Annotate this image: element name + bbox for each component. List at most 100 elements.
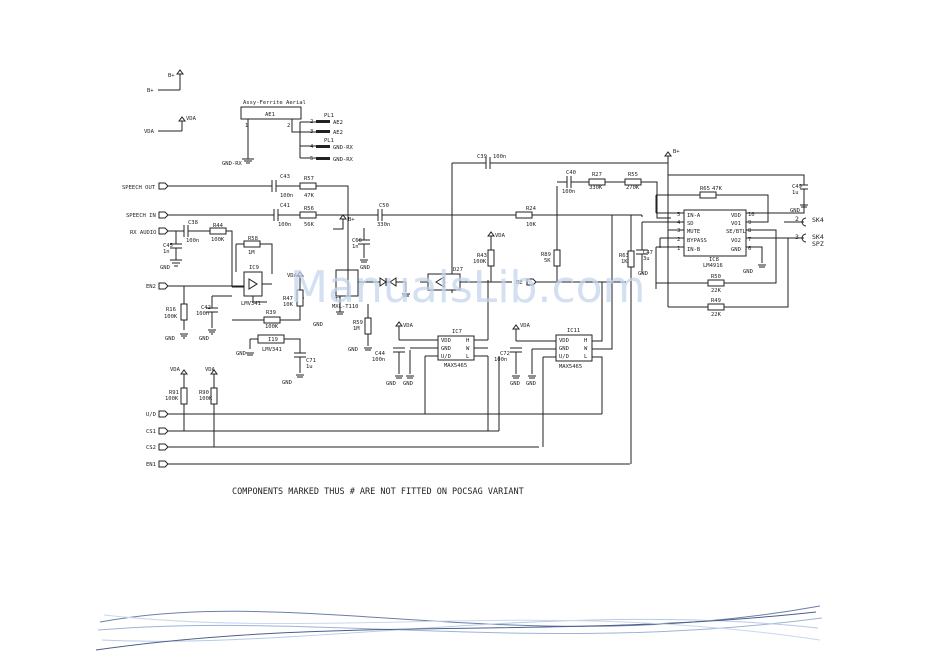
r39-val: 100K (265, 324, 279, 330)
c42-val: 100n (196, 311, 209, 317)
vda-ic11: VDA (520, 323, 531, 329)
ic8-pin-mute: MUTE (687, 229, 700, 235)
c40-r27-r55: C40 100n R27 330K R55 270K (557, 170, 671, 219)
r47-ref: R47 (283, 296, 293, 302)
ic8-pin-sd: SD (687, 221, 694, 227)
be-label: BE (516, 280, 523, 286)
fitting-note: COMPONENTS MARKED THUS # ARE NOT FITTED … (232, 487, 524, 497)
r91-val: 100K (165, 396, 179, 402)
r57-val: 47K (304, 193, 315, 199)
gnd-c72: GND (510, 381, 520, 387)
r59: R59 1M GND (348, 304, 372, 353)
bplus-port-label: B+ (147, 88, 154, 94)
r58-val: 1M (248, 250, 255, 256)
plug-pin-3: 3 (310, 129, 313, 135)
port-cs2: CS2 (146, 443, 539, 451)
power-vda-top: VDA VDA (144, 116, 197, 135)
c40-ref: C40 (566, 170, 576, 176)
ic8-pin-ina: IN-A (687, 213, 701, 219)
r43-val: 100K (473, 259, 487, 265)
c72-val: 100n (494, 357, 507, 363)
c43-val: 100n (280, 193, 293, 199)
aerial-pin2: 2 (287, 123, 290, 129)
r27-ref: R27 (592, 172, 602, 178)
ic8-num-1: 1 (677, 246, 680, 252)
ic8: IC8 LM4916 IN-A SD MUTE BYPASS IN-B VDD … (641, 175, 805, 289)
port-en2: EN2 (146, 282, 244, 290)
ic8-pin-bypass: BYPASS (687, 238, 707, 244)
r63-c47: R63 1K C47 3u GND (619, 215, 653, 464)
en2-label: EN2 (146, 284, 156, 290)
plug-ref-1: PL1 (324, 113, 334, 119)
r63-ref: R63 (619, 253, 629, 259)
ic11-pin-gnd: GND (559, 346, 569, 352)
ic7: VDA C44 100n GND GND IC7 VDD GND U/D H W… (372, 280, 489, 431)
ic8-pin-gnd: GND (731, 247, 741, 253)
port-speech-in: SPEECH IN (126, 211, 274, 219)
plug-pin-4: 4 (310, 144, 314, 150)
plug-ref-2: PL1 (324, 138, 334, 144)
bplus-label: B+ (168, 73, 175, 79)
gnd-ic7: GND (403, 381, 413, 387)
c45-ref: C45 (163, 243, 173, 249)
speaker-sockets: SK4 SK4 SPZ 2 3 (784, 215, 824, 248)
c72-ref: C72 (500, 351, 510, 357)
u19-c71: I19 LMV341 GND C71 1u GND (236, 334, 316, 386)
gnd-c45: GND (160, 265, 170, 271)
port-cs1: CS1 (146, 427, 499, 435)
r58-ref: R58 (248, 236, 258, 242)
c43-r57: C43 100n R57 47K (271, 174, 349, 270)
gnd-t1: GND (313, 322, 323, 328)
ic7-pin-ud: U/D (441, 354, 451, 360)
r59-val: 1M (353, 326, 360, 332)
vda-label: VDA (186, 116, 197, 122)
ic8-num-10: 10 (748, 212, 755, 218)
gnd-c71: GND (282, 380, 292, 386)
c47-ref: C47 (643, 250, 653, 256)
r49-ref: R49 (711, 298, 721, 304)
speech-in-label: SPEECH IN (126, 213, 156, 219)
ud-label: U/D (146, 412, 156, 418)
ic7-ref: IC7 (452, 329, 462, 335)
r24-val: 10K (526, 222, 537, 228)
r57-ref: R57 (304, 176, 314, 182)
c60-ref: C60 (352, 238, 362, 244)
ic9-part: LMV341 (241, 301, 261, 307)
aerial-pin1: 1 (245, 123, 248, 129)
gnd-c44: GND (386, 381, 396, 387)
r50-val: 22K (711, 288, 722, 294)
ic8-pin-sebtl: SE/BTL (726, 229, 747, 235)
r50-r49: R50 22K R49 22K (656, 230, 789, 318)
ic8-pin-vdd: VDD (731, 213, 741, 219)
ic7-part: MAX5465 (444, 363, 467, 369)
r89: R89 5K (541, 186, 561, 282)
c38-r44-c45: C38 100n R44 100K C45 1n GND (160, 220, 233, 287)
gnd-u19: GND (236, 351, 246, 357)
r55-val: 270K (626, 185, 640, 191)
r39-ref: R39 (266, 310, 276, 316)
r44-ref: R44 (213, 223, 224, 229)
ic7-pin-l: L (466, 354, 470, 360)
r65-ref: R65 (700, 186, 710, 192)
ic11-pin-w: W (584, 346, 588, 352)
vda-port-label: VDA (144, 129, 155, 135)
r89-val: 5K (544, 258, 551, 264)
gnd-ic11: GND (526, 381, 536, 387)
r16-val: 100K (164, 314, 178, 320)
ic9: IC9 LMV341 (232, 265, 272, 307)
t1-ref: T1 (335, 297, 342, 303)
gnd-c47: GND (638, 271, 648, 277)
gnd-ic8: GND (743, 269, 753, 275)
ic11-pin-vdd: VDD (559, 338, 569, 344)
vda-r47: VDA (287, 273, 298, 279)
c71-val: 1u (306, 364, 313, 370)
sk4b-label: SK4 (812, 233, 824, 241)
r91-r90: VDA R91 100K VDA R90 100K (165, 367, 218, 447)
c45-val: 1n (163, 249, 170, 255)
ic7-pin-h: H (466, 338, 469, 344)
power-bplus-top: B+ B+ (147, 69, 184, 94)
gnd-r16: GND (165, 336, 175, 342)
ic11-pin-ud: U/D (559, 354, 569, 360)
vda-r90: VDA (205, 367, 216, 373)
r89-ref: R89 (541, 252, 551, 258)
